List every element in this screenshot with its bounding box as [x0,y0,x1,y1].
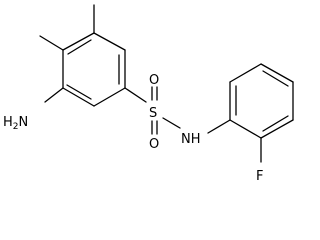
sulfur-nitrogen-bond [162,117,181,129]
amino-group-label: H2N [3,115,28,132]
amino-bond [44,87,64,103]
ring-bond-double-inner [66,84,92,100]
fluorine-atom: F [256,169,263,184]
ring-bond [62,32,95,51]
amino-subscript: 2 [13,122,19,132]
ring-bond-double-inner [262,70,289,87]
ring-to-sulfur-bond [124,87,147,103]
chemical-structure-diagram: H2N S O O NH F [3,4,294,184]
amide-nitrogen-atom: NH [181,132,201,147]
amino-hydrogen: H [3,115,13,130]
amino-nitrogen: N [19,115,29,130]
fluorophenyl-ring [229,63,294,139]
ring-bond [260,119,294,139]
nitrogen-ring-bond [207,119,231,134]
benzene-ring-sulfonyl [62,32,126,107]
ring-bond [260,63,294,83]
ring-bond [229,63,262,83]
ring-bond [93,32,126,51]
oxygen-bottom-atom: O [149,137,159,152]
sulfur-atom: S [149,106,157,121]
ring-bond-double-inner [262,115,289,132]
ring-bond [93,87,126,107]
methyl-bond-left [39,35,64,51]
oxygen-top-atom: O [149,73,159,88]
ring-bond [229,119,262,139]
ring-bond [62,87,95,107]
ring-bond-double-inner [67,39,92,55]
svg-text:H2N: H2N [3,115,28,132]
